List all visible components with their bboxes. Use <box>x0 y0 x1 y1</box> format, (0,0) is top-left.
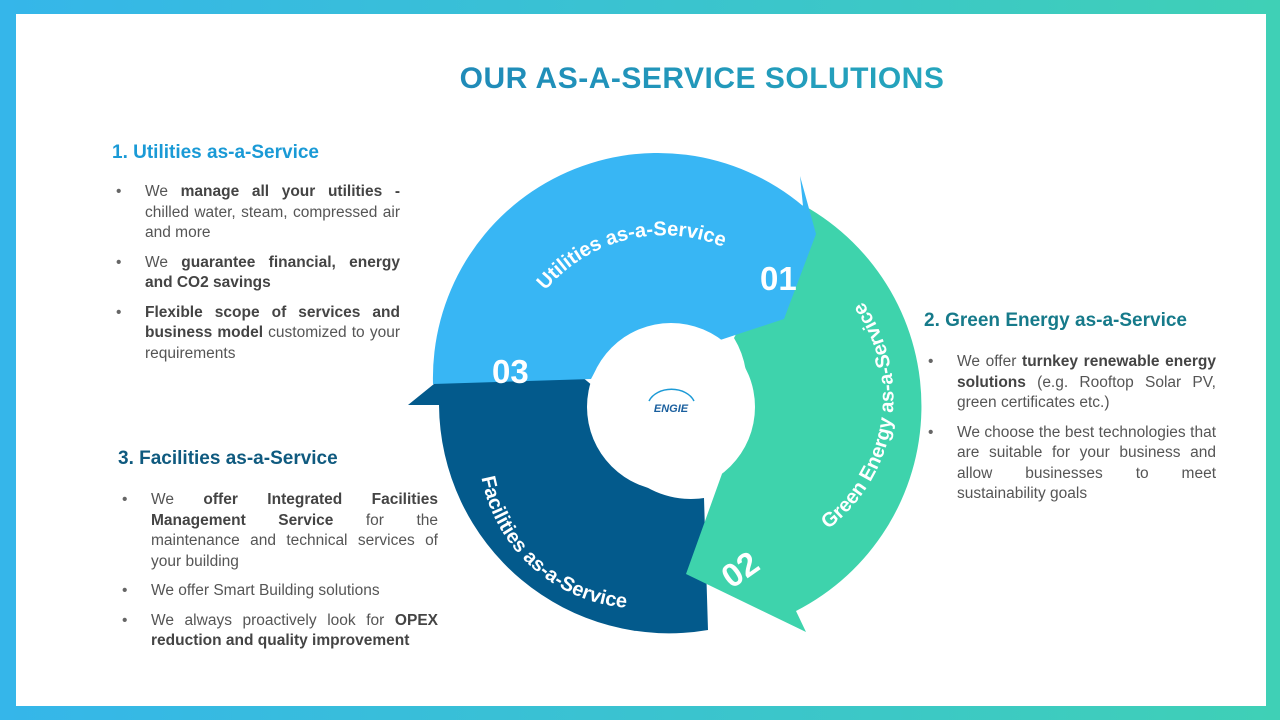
utilities-arrow <box>432 152 816 384</box>
list-item: Flexible scope of services and business … <box>114 303 400 365</box>
engie-logo-arc <box>648 388 695 402</box>
slide-title: OUR AS-A-SERVICE SOLUTIONS <box>16 62 1266 96</box>
slide-panel: OUR AS-A-SERVICE SOLUTIONS ENGIE Utiliti… <box>16 14 1266 706</box>
section-facilities-list: We offer Integrated Facilities Managemen… <box>120 490 438 661</box>
list-item: We offer Smart Building solutions <box>120 581 438 602</box>
section-utilities-title: 1. Utilities as-a-Service <box>112 142 319 163</box>
facilities-arrow <box>408 320 708 634</box>
section-green-energy-title: 2. Green Energy as-a-Service <box>924 310 1187 331</box>
list-item: We manage all your utilities - chilled w… <box>114 182 400 244</box>
facilities-number: 03 <box>492 353 529 390</box>
cycle-diagram: ENGIE Utilities as-a-Service Green Energ… <box>408 152 922 634</box>
utilities-number: 01 <box>760 260 797 297</box>
list-item: We always proactively look for OPEX redu… <box>120 611 438 652</box>
list-item: We offer turnkey renewable energy soluti… <box>926 352 1216 414</box>
section-facilities-title: 3. Facilities as-a-Service <box>118 448 338 469</box>
section-green-energy-list: We offer turnkey renewable energy soluti… <box>926 352 1216 514</box>
section-utilities-list: We manage all your utilities - chilled w… <box>114 182 400 373</box>
center-circle <box>587 323 755 491</box>
list-item: We offer Integrated Facilities Managemen… <box>120 490 438 572</box>
list-item: We choose the best technologies that are… <box>926 423 1216 505</box>
list-item: We guarantee financial, energy and CO2 s… <box>114 253 400 294</box>
green-energy-arrow <box>686 205 922 632</box>
engie-logo-text: ENGIE <box>654 403 689 415</box>
